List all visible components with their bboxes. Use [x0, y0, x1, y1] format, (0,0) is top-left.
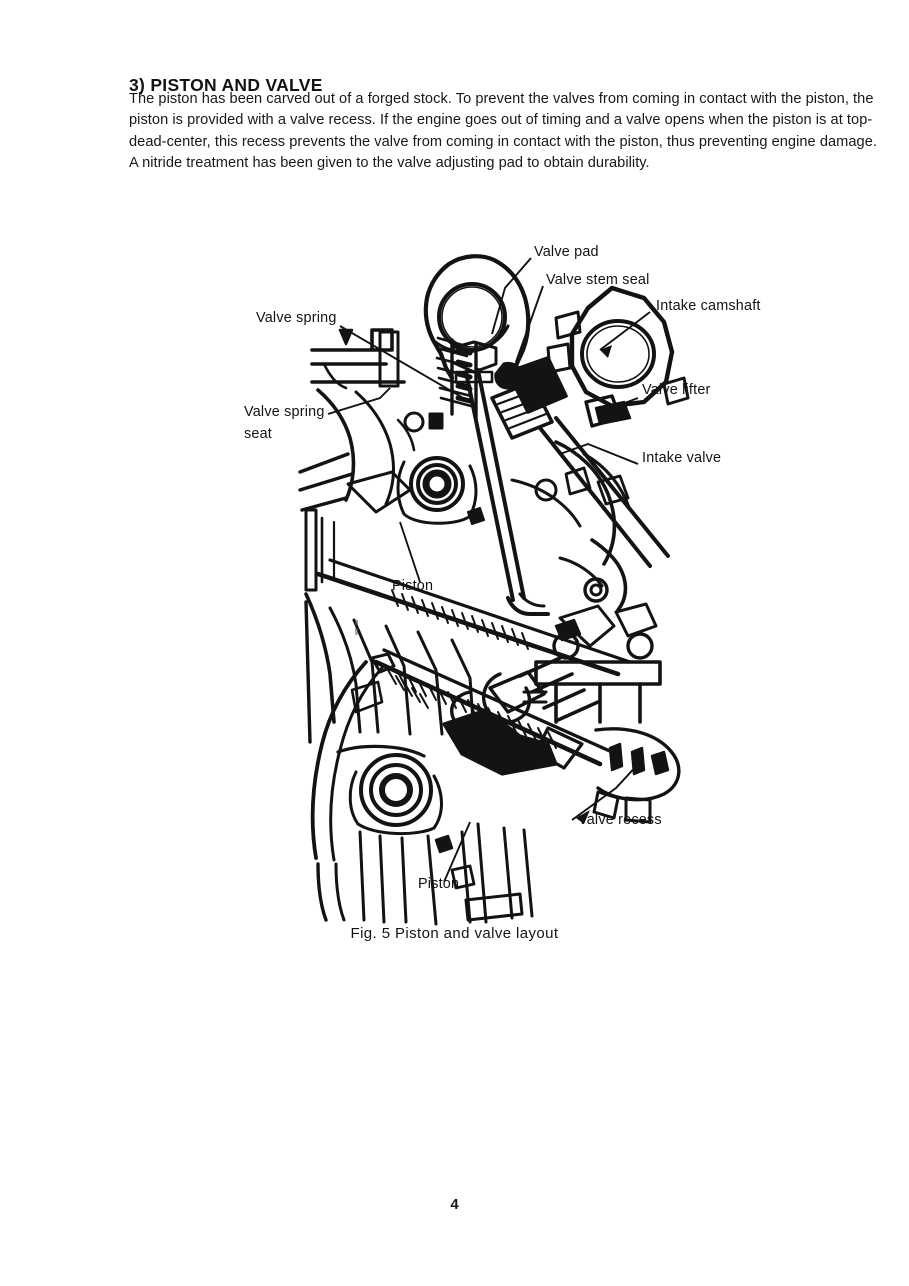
- leader-valve-recess: [571, 761, 641, 821]
- label-valve-recess: Valve recess: [578, 812, 662, 828]
- upper-diagram-labels: Valve pad Valve stem seal Intake camshaf…: [244, 244, 761, 594]
- leader-valve-stem-seal: [515, 285, 544, 363]
- label-valve-stem-seal: Valve stem seal: [546, 272, 650, 288]
- label-valve-pad: Valve pad: [534, 244, 599, 260]
- leader-piston-lower: [443, 821, 471, 883]
- label-intake-camshaft: Intake camshaft: [656, 298, 761, 314]
- leader-intake-valve: [559, 442, 639, 465]
- section-heading: 3) PISTON AND VALVE: [129, 74, 323, 95]
- leader-valve-spring: [339, 325, 471, 403]
- body-text-block: The piston has been carved out of a forg…: [129, 89, 881, 174]
- leader-arrowheads: [600, 345, 616, 415]
- label-piston-lower: Piston: [418, 876, 459, 892]
- paragraph-1: The piston has been carved out of a forg…: [129, 91, 877, 150]
- leader-valve-spring-seat: [327, 387, 391, 415]
- leader-valve-pad: [491, 257, 532, 335]
- lower-diagram-leaders: [443, 761, 641, 883]
- label-valve-spring-seat-line1: Valve spring: [244, 404, 325, 420]
- figure-caption: Fig. 5 Piston and valve layout: [350, 925, 559, 942]
- scan-artifact-mark: [355, 620, 358, 635]
- figure-artwork: Valve pad Valve stem seal Intake camshaf…: [244, 244, 761, 926]
- label-piston-upper: Piston: [392, 578, 433, 594]
- label-valve-spring-seat-line2: seat: [244, 426, 272, 442]
- label-valve-lifter: Valve lifter: [642, 382, 711, 398]
- lower-diagram-artwork: [310, 648, 681, 926]
- leader-intake-camshaft: [599, 311, 651, 351]
- figure-5: Valve pad Valve stem seal Intake camshaf…: [0, 222, 909, 962]
- lower-diagram-labels: Valve recess Piston: [418, 812, 662, 892]
- leader-piston-upper: [399, 521, 421, 583]
- label-valve-spring: Valve spring: [256, 310, 337, 326]
- label-intake-valve: Intake valve: [642, 450, 721, 466]
- paragraph-2: A nitride treatment has been given to th…: [129, 154, 650, 171]
- page-number: 4: [450, 1196, 459, 1213]
- upper-diagram-artwork: [298, 254, 690, 744]
